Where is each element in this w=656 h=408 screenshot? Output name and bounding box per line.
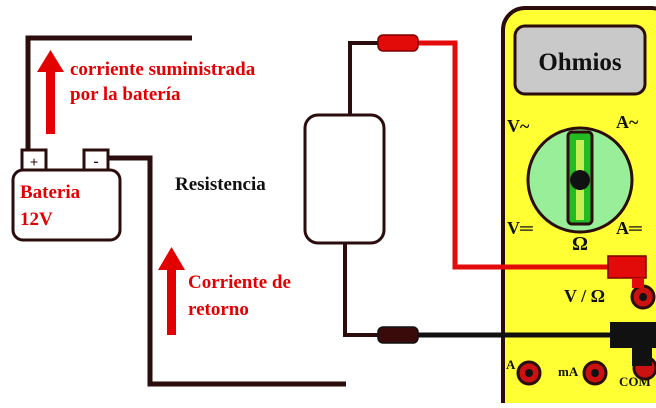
port-label-a: A <box>506 357 516 372</box>
battery-label-line2: 12V <box>20 209 53 230</box>
dial-label-a-ac: A~ <box>616 112 639 132</box>
resistor-label: Resistencia <box>175 174 266 195</box>
supplied-current-label-line1: corriente suministrada <box>70 59 256 80</box>
battery-plus-terminal: + <box>30 155 39 171</box>
rotary-dial[interactable] <box>526 126 634 234</box>
resistor-top-lead <box>348 41 378 115</box>
battery-minus-terminal: - <box>93 153 98 170</box>
return-wire <box>108 155 346 387</box>
black-probe-tip <box>377 326 419 344</box>
dial-label-v-ac: V~ <box>507 116 530 136</box>
red-probe-wire <box>418 40 608 270</box>
return-current-label-line2: retorno <box>188 299 249 320</box>
resistor-body <box>303 113 386 245</box>
port-label-v-ohm: V / Ω <box>564 286 605 306</box>
battery-positive-wire <box>25 35 192 150</box>
battery-label-line1: Bateria <box>20 182 81 203</box>
supplied-current-arrow <box>37 50 64 134</box>
dial-label-a-dc: A═ <box>616 218 642 238</box>
battery <box>11 148 122 242</box>
port-ma-jack[interactable] <box>582 360 608 386</box>
dial-label-ohm: Ω <box>572 233 588 255</box>
resistor-bottom-lead <box>343 243 378 337</box>
return-current-label-line1: Corriente de <box>188 272 291 293</box>
port-a-jack[interactable] <box>516 360 542 386</box>
black-probe-plug <box>610 322 656 366</box>
supplied-current-label-line2: por la batería <box>70 84 181 105</box>
red-probe-plug <box>607 255 647 288</box>
red-probe-tip <box>377 34 419 52</box>
port-label-ma: mA <box>558 364 579 379</box>
port-v-ohm-jack[interactable] <box>630 284 656 310</box>
multimeter-display-text: Ohmios <box>538 49 622 76</box>
multimeter-display <box>513 24 647 96</box>
dial-label-v-dc: V═ <box>507 218 533 238</box>
return-current-arrow <box>158 247 185 335</box>
